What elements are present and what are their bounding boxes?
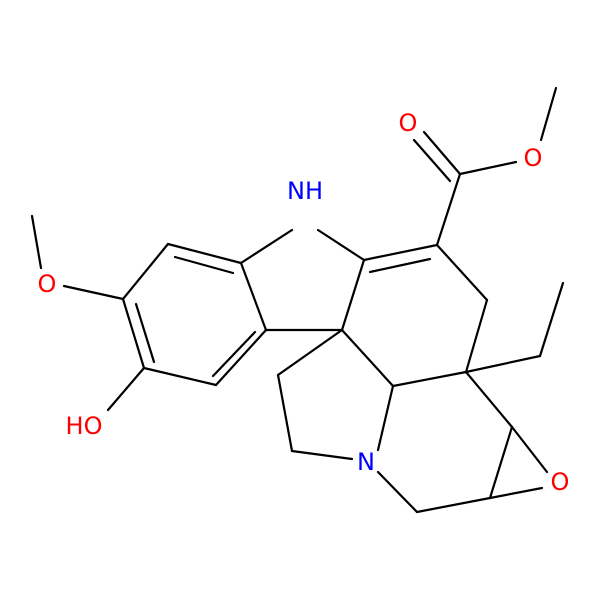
bond: [166, 242, 243, 265]
bond: [239, 261, 268, 332]
bond: [422, 130, 462, 176]
bond: [214, 328, 268, 387]
bond: [415, 496, 492, 514]
bond: [316, 228, 366, 262]
bond: [276, 373, 294, 453]
bond: [239, 228, 294, 265]
atom-label-n: N: [357, 448, 375, 476]
bond: [276, 328, 344, 377]
bond: [142, 366, 218, 387]
bond: [211, 330, 257, 378]
bond-layer: [30, 86, 565, 514]
bond: [290, 449, 354, 461]
bond: [340, 328, 395, 388]
bond: [173, 255, 235, 275]
atom-label-o-carbonyl: O: [399, 109, 418, 137]
bond: [488, 486, 544, 500]
bond: [376, 384, 395, 452]
bond: [121, 242, 170, 301]
bond: [30, 214, 43, 270]
bond: [362, 243, 439, 262]
bond: [134, 302, 156, 364]
atom-label-nh: NH: [287, 177, 323, 205]
bond: [435, 172, 462, 247]
bond: [412, 138, 452, 183]
atom-layer: NH N O O O HO O: [38, 109, 570, 496]
bond: [488, 425, 514, 500]
bond: [62, 284, 125, 301]
bond: [435, 243, 489, 302]
atom-label-o-epoxide: O: [551, 468, 570, 496]
bond: [464, 298, 489, 374]
bond: [106, 366, 146, 412]
bond: [376, 470, 419, 514]
bond: [464, 370, 514, 429]
atom-label-o-methoxy: O: [38, 270, 57, 298]
bond: [368, 257, 432, 274]
bond: [464, 354, 542, 374]
bond: [340, 258, 366, 332]
bond: [458, 160, 518, 176]
bond: [538, 281, 565, 358]
atom-label-hydroxyl: HO: [66, 412, 103, 440]
bond: [539, 86, 558, 142]
bond: [391, 370, 468, 388]
atom-label-o-ester: O: [524, 144, 543, 172]
bond: [121, 297, 146, 370]
bond: [510, 425, 549, 474]
